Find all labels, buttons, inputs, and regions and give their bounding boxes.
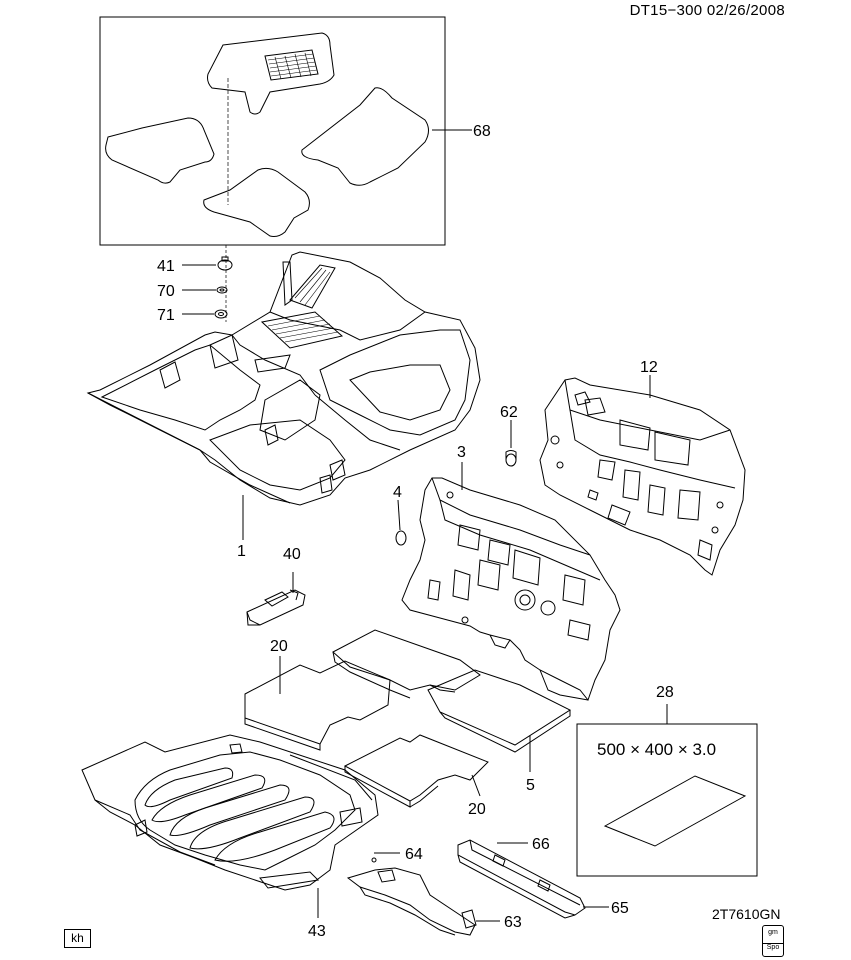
washer-70[interactable] (216, 286, 228, 294)
callout-68[interactable]: 68 (473, 123, 491, 140)
plug-4[interactable] (395, 530, 407, 546)
callout-4[interactable]: 4 (393, 484, 402, 501)
diagram-code: DT15−300 02/26/2008 (629, 2, 785, 19)
callout-66[interactable]: 66 (532, 836, 550, 853)
callout-65[interactable]: 65 (611, 900, 629, 917)
sheet-dimensions: 500 × 400 × 3.0 (597, 740, 716, 759)
callout-41[interactable]: 41 (157, 258, 175, 275)
callout-70[interactable]: 70 (157, 283, 175, 300)
sound-pad-center[interactable] (332, 629, 481, 699)
sill-pad-65[interactable] (457, 839, 586, 919)
callout-labels: 68 41 70 71 1 12 62 3 4 40 20 28 5 20 66… (157, 123, 716, 940)
callout-5[interactable]: 5 (526, 777, 535, 794)
callout-43[interactable]: 43 (308, 923, 326, 940)
grommet-71[interactable] (214, 309, 228, 319)
floor-carpet[interactable] (86, 251, 481, 506)
callout-71[interactable]: 71 (157, 307, 175, 324)
drawing-id: 2T7610GN (712, 906, 781, 922)
leader-20-lower (471, 774, 481, 797)
insulation-sheet-28[interactable] (603, 775, 747, 847)
leader-4 (397, 499, 401, 531)
sound-pad-20-lower[interactable] (343, 734, 489, 808)
callout-3[interactable]: 3 (457, 444, 466, 461)
tunnel-pad-64[interactable] (346, 857, 477, 936)
mat-set-frame (99, 16, 446, 246)
floor-mats[interactable] (105, 32, 429, 237)
callout-12[interactable]: 12 (640, 359, 658, 376)
callout-63[interactable]: 63 (504, 914, 522, 931)
callout-62[interactable]: 62 (500, 404, 518, 421)
callout-20-lower[interactable]: 20 (468, 801, 486, 818)
fastener-41[interactable] (217, 256, 233, 271)
callout-40[interactable]: 40 (283, 546, 301, 563)
sound-pad-20-upper[interactable] (244, 660, 391, 751)
kh-badge: kh (64, 929, 91, 948)
sound-pad-5[interactable] (427, 669, 572, 753)
dash-insulator-inner[interactable] (401, 477, 621, 702)
callout-20-upper[interactable]: 20 (270, 638, 288, 655)
callout-1[interactable]: 1 (237, 543, 246, 560)
callout-64[interactable]: 64 (405, 846, 423, 863)
plug-62[interactable] (505, 450, 517, 467)
gm-spo-logo-icon: gm Spo (762, 925, 784, 957)
rear-floor-pad-43[interactable] (81, 734, 379, 891)
bracket-pad-40[interactable] (246, 589, 306, 626)
callout-28[interactable]: 28 (656, 684, 674, 701)
dash-insulator-outer[interactable] (539, 377, 746, 576)
